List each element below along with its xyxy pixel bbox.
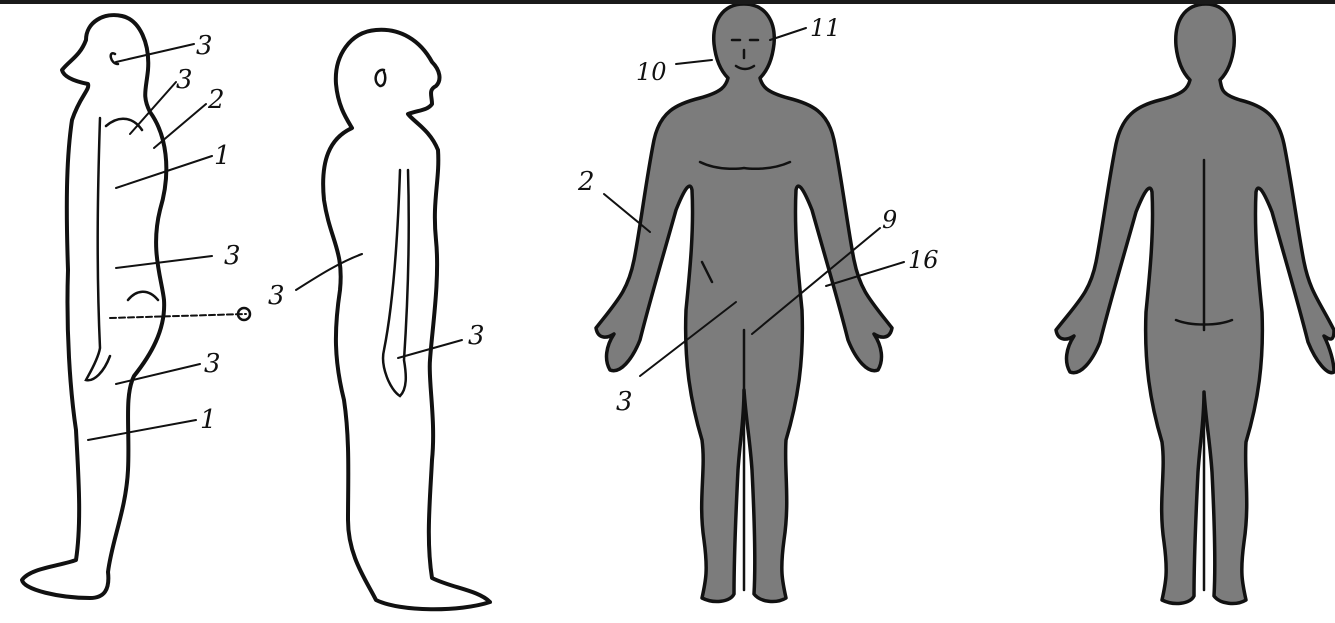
side-view-1-arm-line	[86, 118, 110, 380]
side-view-1-probe-line	[110, 314, 246, 318]
side-view-figure-2: 3 3	[268, 30, 490, 609]
top-border	[0, 0, 1335, 4]
side-view-2-arm-line	[383, 170, 409, 396]
side-view-1-hip-line	[128, 292, 158, 300]
label-number: 9	[882, 206, 897, 234]
label-number: 10	[636, 58, 667, 86]
label-number: 3	[196, 31, 213, 61]
label-leader	[676, 60, 712, 64]
label-number: 3	[224, 241, 241, 271]
front-view-figure: 11 10 2 9 16 3	[577, 4, 939, 601]
label-number: 1	[200, 405, 217, 435]
side-view-2-ear	[376, 70, 386, 86]
label-number: 3	[268, 281, 285, 311]
back-view-body	[1056, 4, 1334, 603]
side-view-1-chest-line	[106, 119, 142, 130]
label-number: 16	[908, 246, 939, 274]
label-leader	[116, 364, 200, 384]
label-number: 2	[577, 167, 595, 197]
label-number: 1	[214, 141, 231, 171]
label-number: 3	[616, 387, 633, 417]
label-number: 3	[204, 349, 221, 379]
label-leader	[116, 44, 194, 62]
side-view-1-body-outline	[22, 15, 166, 598]
label-number: 3	[468, 321, 485, 351]
label-number: 2	[207, 85, 225, 115]
label-number: 3	[176, 65, 193, 95]
label-leader	[116, 256, 212, 268]
back-view-figure	[1056, 4, 1334, 603]
label-leader	[130, 82, 176, 134]
label-leader	[296, 254, 362, 290]
label-leader	[88, 420, 196, 440]
label-leader	[154, 104, 206, 148]
label-number: 11	[810, 14, 841, 42]
side-view-figure-1: 3 3 2 1 3 3 1	[22, 15, 250, 598]
